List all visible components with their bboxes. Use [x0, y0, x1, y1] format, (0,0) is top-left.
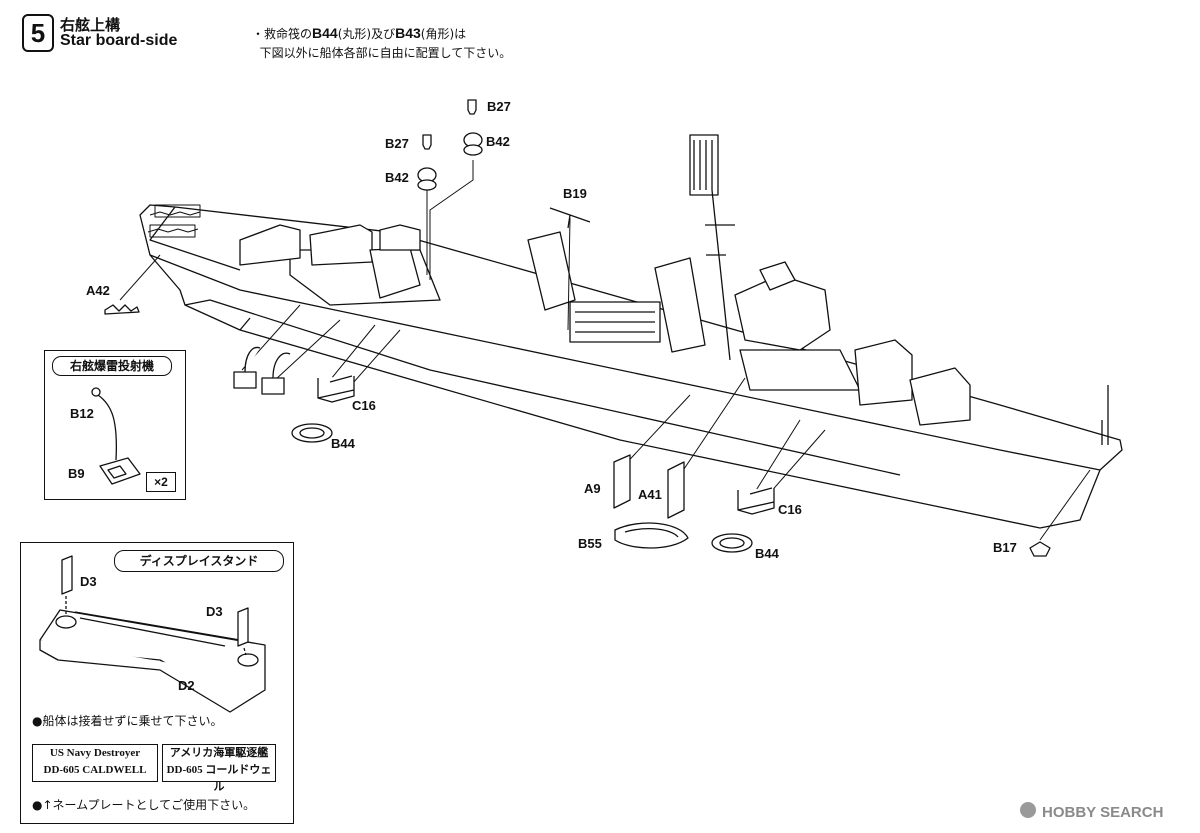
- part-b17: [1029, 541, 1051, 557]
- nameplate-note: ●↑ネームプレートとしてご使用下さい。: [32, 798, 256, 812]
- part-b42-mid: [417, 167, 437, 191]
- label-b27-mid: B27: [385, 136, 409, 151]
- note-part-b43: B43: [395, 25, 421, 41]
- forward-turrets: [854, 339, 971, 426]
- label-c16-left: C16: [352, 398, 376, 413]
- label-d3-left: D3: [80, 574, 97, 589]
- deck-fittings: [147, 204, 201, 238]
- label-a9: A9: [584, 481, 601, 496]
- aft-superstructure: [239, 224, 441, 306]
- label-b44-bottom: B44: [755, 546, 779, 561]
- note-and: 及び: [371, 27, 396, 41]
- label-b9: B9: [68, 466, 85, 481]
- depth-charge-inset-drawing: [91, 387, 141, 485]
- display-stand-inset: [20, 542, 294, 824]
- depth-charge-inset-title: 右舷爆雷投射機: [52, 356, 172, 376]
- label-b55: B55: [578, 536, 602, 551]
- label-b19: B19: [563, 186, 587, 201]
- label-c16-right: C16: [778, 502, 802, 517]
- note-part-b44: B44: [312, 25, 338, 41]
- nameplate-japanese: アメリカ海軍駆逐艦 DD-605 コールドウェル: [162, 744, 276, 793]
- label-b42-mid: B42: [385, 170, 409, 185]
- part-b44-bottom: [711, 533, 753, 553]
- torpedo-tubes: [569, 301, 661, 343]
- nameplate-english: US Navy Destroyer DD-605 CALDWELL: [32, 744, 158, 782]
- step-number-badge: 5: [22, 14, 54, 52]
- note-part-b43-shape: (角形): [420, 27, 455, 41]
- part-b27-top: [467, 99, 477, 115]
- note-line1-post: は: [454, 27, 467, 41]
- jackstaff: [1101, 385, 1109, 445]
- label-d2: D2: [178, 678, 195, 693]
- part-b44-left: [291, 423, 333, 443]
- note-line2: 下図以外に船体各部に自由に配置して下さい。: [259, 46, 512, 60]
- part-c16-left: [317, 375, 355, 403]
- part-b55: [614, 522, 689, 549]
- note-bullet: ・: [252, 27, 265, 41]
- nameplate-english-line2: DD-605 CALDWELL: [43, 764, 147, 776]
- note-part-b44-shape: (丸形): [337, 27, 372, 41]
- label-b44-left: B44: [331, 436, 355, 451]
- label-b12: B12: [70, 406, 94, 421]
- bridge: [734, 261, 861, 391]
- part-a41: [667, 461, 685, 519]
- nameplate-english-line1: US Navy Destroyer: [49, 747, 141, 759]
- note-line1-pre: 救命筏の: [264, 27, 313, 41]
- part-b42-top: [463, 132, 483, 156]
- part-depth-charge-launchers: [233, 346, 291, 395]
- label-d3-right: D3: [206, 604, 223, 619]
- assembly-note: ・救命筏のB44(丸形)及びB43(角形)は 下図以外に船体各部に自由に配置して…: [252, 24, 511, 63]
- watermark-logo-icon: [1020, 802, 1036, 818]
- part-b19: [549, 207, 591, 229]
- label-b17: B17: [993, 540, 1017, 555]
- part-a42: [104, 304, 140, 315]
- label-a42: A42: [86, 283, 110, 298]
- depth-charge-inset: [44, 350, 186, 500]
- funnels: [527, 231, 706, 353]
- nameplate-japanese-line1: アメリカ海軍駆逐艦: [169, 747, 269, 759]
- label-b27-top: B27: [487, 99, 511, 114]
- display-stand-drawing: [39, 555, 266, 713]
- part-c16-right: [737, 487, 775, 515]
- part-a9: [613, 454, 631, 509]
- stand-note: ●船体は接着せずに乗せて下さい。: [32, 714, 223, 728]
- nameplate-japanese-line2: DD-605 コールドウェル: [166, 764, 272, 793]
- part-b27-mid: [422, 134, 432, 150]
- watermark-text: HOBBY SEARCH: [1042, 804, 1164, 821]
- step-title-japanese: 右舷上構: [60, 16, 121, 34]
- label-a41: A41: [638, 487, 662, 502]
- label-b42-top: B42: [486, 134, 510, 149]
- quantity-multiplier: ×2: [146, 472, 176, 492]
- mast: [689, 134, 735, 361]
- step-title-english: Star board-side: [60, 32, 178, 49]
- display-stand-inset-title: ディスプレイスタンド: [114, 550, 284, 572]
